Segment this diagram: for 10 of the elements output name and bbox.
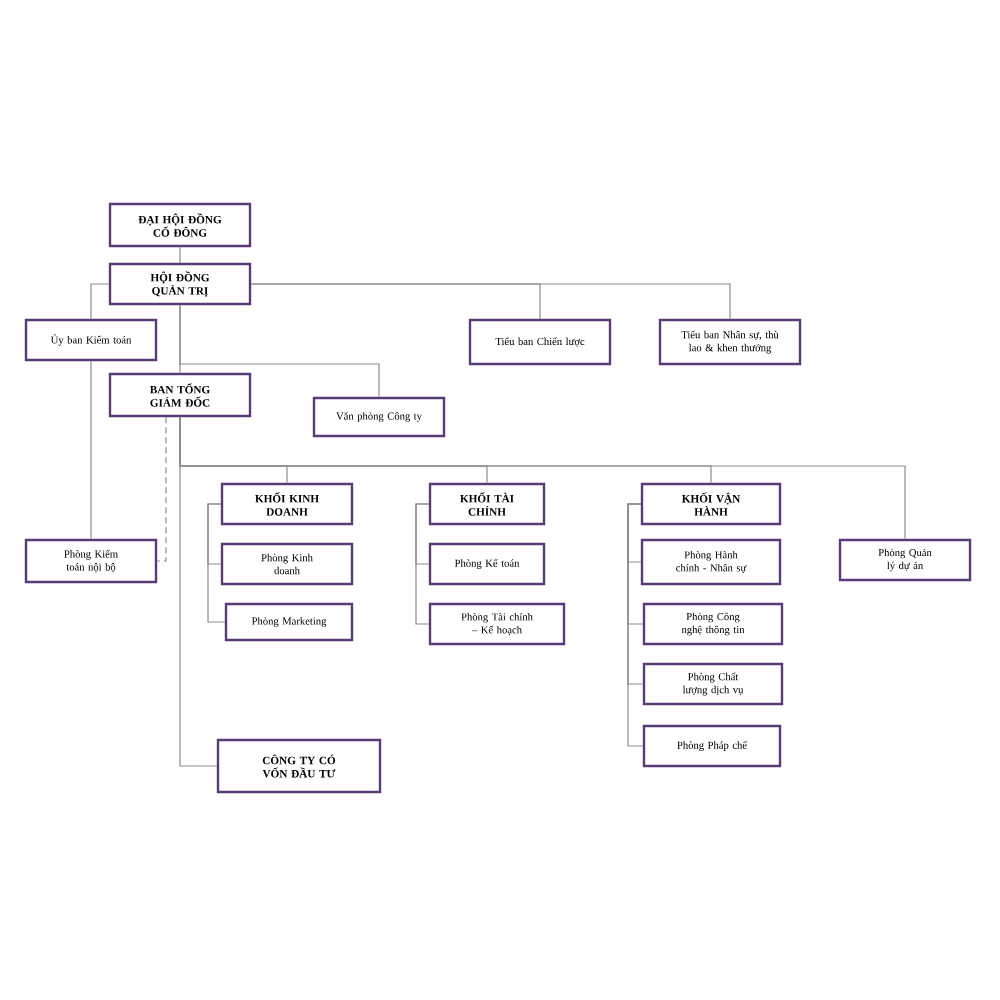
connector-line xyxy=(90,360,92,540)
connector-line xyxy=(179,304,380,398)
connector-line xyxy=(250,283,731,320)
connector-line xyxy=(627,503,644,747)
connector-line xyxy=(90,283,110,320)
connector-line xyxy=(207,503,226,623)
connector-line xyxy=(179,416,218,767)
connector-line xyxy=(156,416,167,562)
connector-line xyxy=(415,503,430,625)
connector-line xyxy=(179,246,181,264)
